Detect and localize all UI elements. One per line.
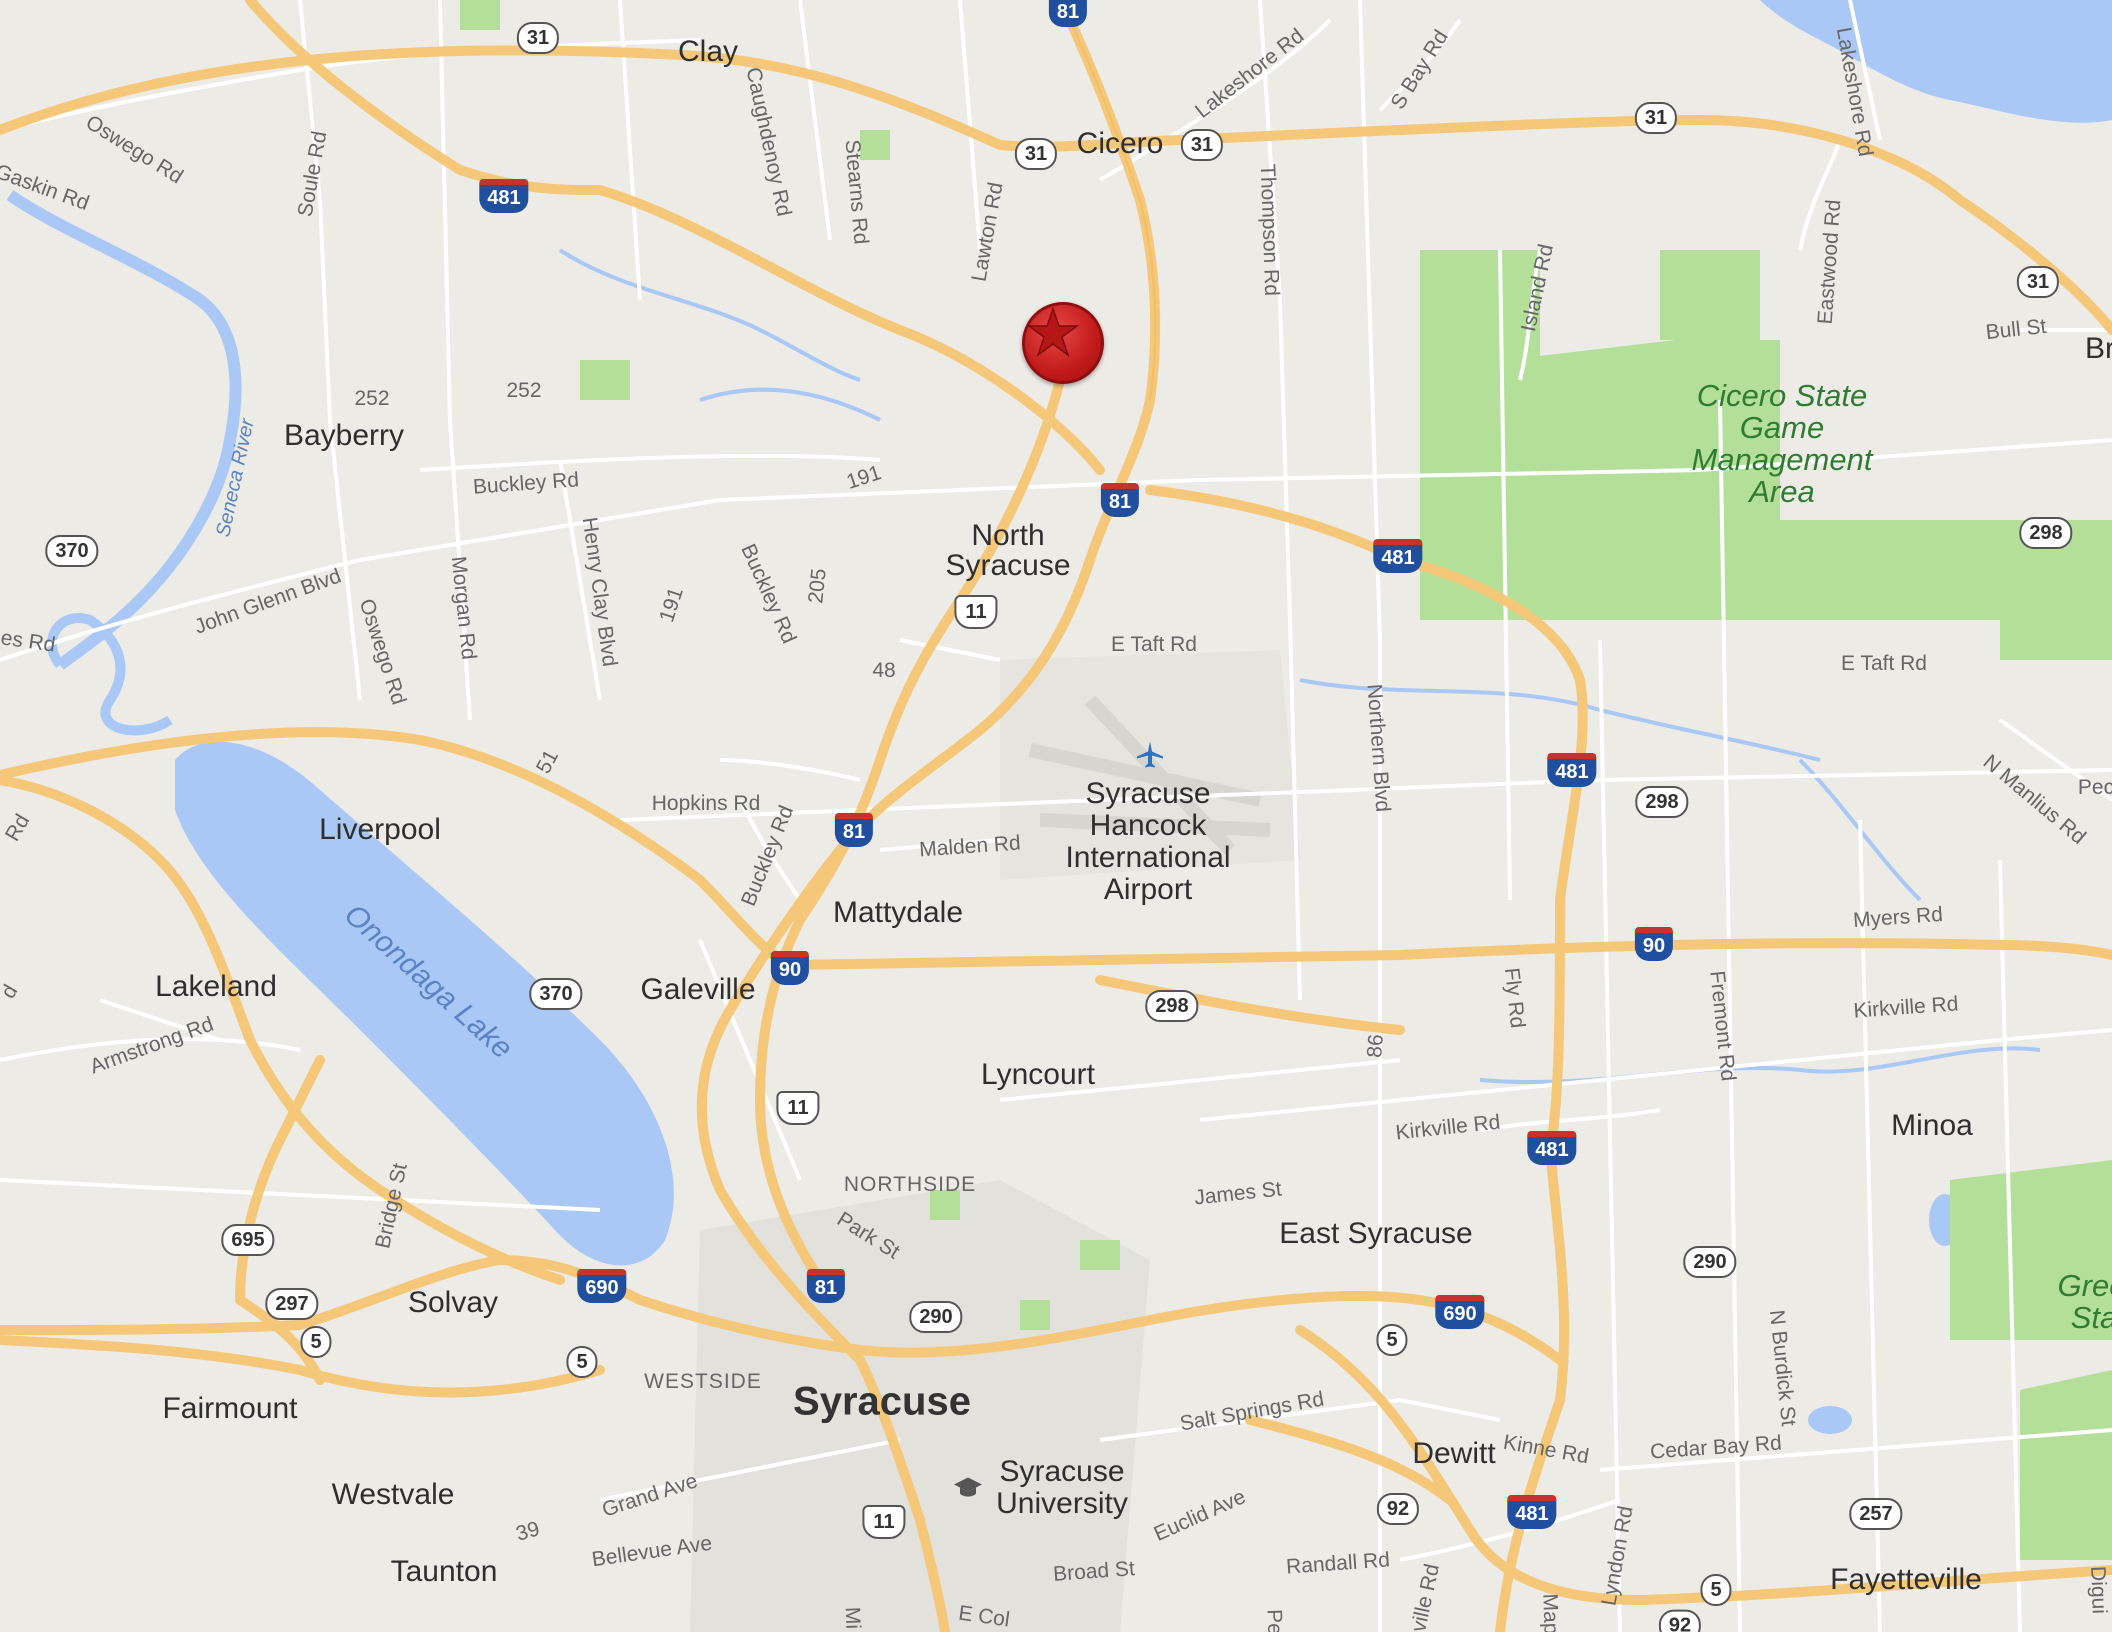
shield-us-11: 11	[776, 1091, 820, 1125]
lake-ontario	[1760, 0, 2112, 123]
shield-route-298: 298	[2019, 517, 2073, 549]
onondaga-lake	[175, 741, 674, 1266]
shield-interstate-481: 481	[1373, 539, 1423, 573]
shield-route-297: 297	[265, 1288, 319, 1320]
shield-route-370: 370	[45, 535, 99, 567]
shield-interstate-81: 81	[806, 1269, 846, 1303]
shield-route-298: 298	[1635, 786, 1689, 818]
shield-interstate-690: 690	[1435, 1295, 1485, 1329]
shield-interstate-481: 481	[1507, 1495, 1557, 1529]
shield-route-5: 5	[566, 1346, 598, 1378]
shield-interstate-81: 81	[1100, 483, 1140, 517]
shield-us-11: 11	[862, 1505, 906, 1539]
shield-route-92: 92	[1658, 1609, 1702, 1632]
shield-interstate-481: 481	[1547, 753, 1597, 787]
shield-route-5: 5	[300, 1326, 332, 1358]
shield-route-257: 257	[1849, 1498, 1903, 1530]
airport-runways	[1028, 695, 1271, 855]
shield-interstate-90: 90	[770, 951, 810, 985]
shield-route-370: 370	[529, 978, 583, 1010]
shield-route-695: 695	[221, 1224, 275, 1256]
shield-route-290: 290	[1683, 1246, 1737, 1278]
red-star-marker-icon[interactable]	[1022, 302, 1104, 384]
seneca-river	[6, 190, 242, 670]
shield-route-5: 5	[1700, 1574, 1732, 1606]
shield-route-5: 5	[1376, 1324, 1408, 1356]
shield-route-31: 31	[1180, 129, 1224, 161]
shield-interstate-690: 690	[577, 1269, 627, 1303]
shield-route-31: 31	[1634, 102, 1678, 134]
shield-interstate-81: 81	[834, 813, 874, 847]
shield-interstate-481: 481	[1527, 1131, 1577, 1165]
shield-route-31: 31	[516, 22, 560, 54]
shield-route-290: 290	[909, 1301, 963, 1333]
shield-interstate-481: 481	[479, 179, 529, 213]
shield-us-11: 11	[954, 595, 998, 629]
shield-route-298: 298	[1145, 990, 1199, 1022]
shield-interstate-90: 90	[1634, 927, 1674, 961]
shield-route-31: 31	[1014, 138, 1058, 170]
shield-interstate-81: 81	[1048, 0, 1088, 27]
shield-route-92: 92	[1376, 1493, 1420, 1525]
shield-route-31: 31	[2016, 266, 2060, 298]
